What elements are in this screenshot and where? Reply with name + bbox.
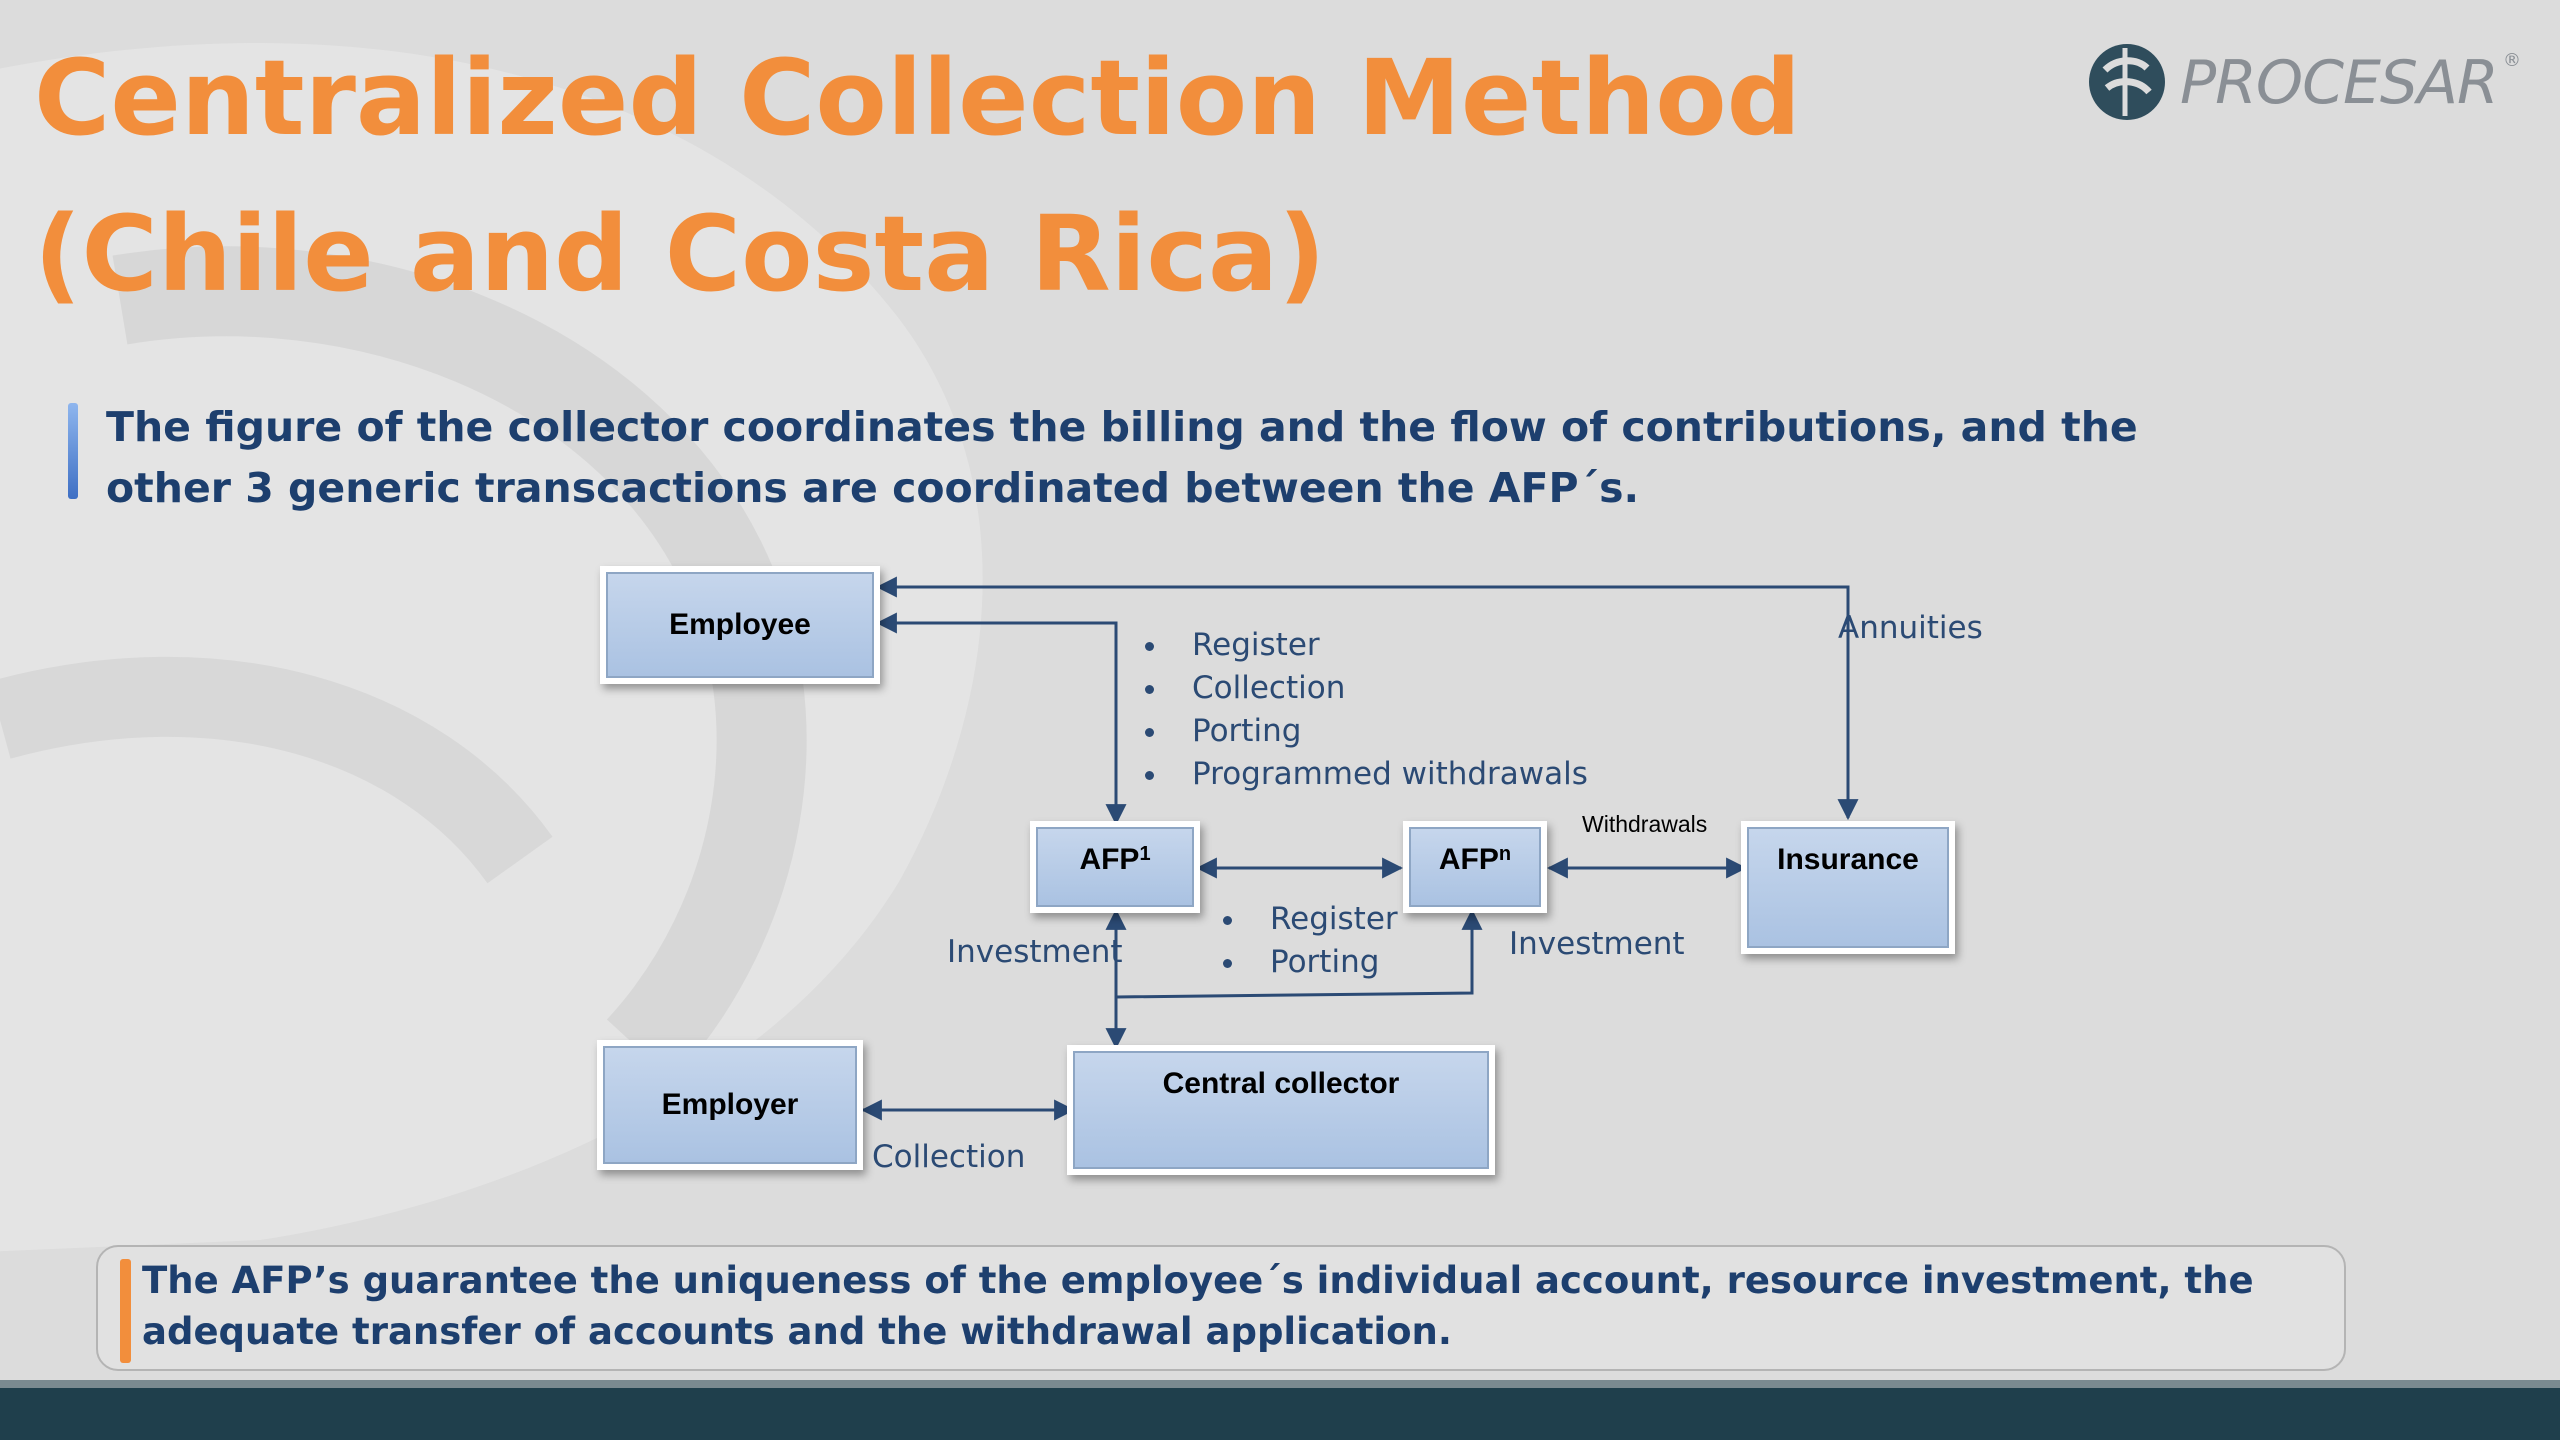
intro-paragraph: The figure of the collector coordinates … — [106, 403, 2138, 512]
employee-node: Employee — [600, 566, 880, 684]
list-item: Register — [1143, 624, 1588, 667]
footer-strip — [0, 1380, 2560, 1440]
bottom-note-box: The AFP’s guarantee the uniqueness of th… — [96, 1245, 2346, 1371]
annuities-connector — [875, 576, 1859, 821]
list-item: Porting — [1143, 710, 1588, 753]
afpn-label: AFP — [1438, 843, 1499, 876]
insurance-label: Insurance — [1747, 827, 1949, 948]
intro-accent-bar — [68, 403, 78, 499]
logo-wordmark: PROCESAR — [2180, 48, 2499, 118]
logo-registered-mark: ® — [2503, 50, 2521, 71]
list-item: Programmed withdrawals — [1143, 753, 1588, 796]
list-item: Collection — [1143, 667, 1588, 710]
central-collector-label: Central collector — [1073, 1051, 1489, 1169]
employer-label: Employer — [603, 1046, 857, 1164]
procesar-globe-icon — [2089, 44, 2165, 120]
list-item: Porting — [1221, 941, 1398, 984]
withdrawals-label: Withdrawals — [1582, 811, 1708, 837]
bottom-accent-bar — [120, 1259, 131, 1363]
list-item: Register — [1221, 898, 1398, 941]
afp1-subscript: 1 — [1139, 843, 1151, 865]
afp-transactions-list: Register Porting — [1221, 898, 1398, 984]
employee-afp1-connector — [875, 612, 1127, 826]
top-transactions-list: Register Collection Porting Programmed w… — [1143, 624, 1588, 796]
bottom-note-text: The AFP’s guarantee the uniqueness of th… — [142, 1259, 2254, 1353]
afpn-investment-connector — [1115, 908, 1483, 999]
central-collector-node: Central collector — [1067, 1045, 1495, 1175]
investment-right-label: Investment — [1509, 926, 1685, 962]
collection-label: Collection — [872, 1139, 1026, 1175]
investment-left-label: Investment — [947, 934, 1123, 970]
insurance-node: Insurance — [1741, 821, 1955, 954]
afpn-subscript: n — [1498, 843, 1512, 865]
employee-label: Employee — [606, 572, 874, 678]
employer-node: Employer — [597, 1040, 863, 1170]
afp1-label: AFP — [1079, 843, 1140, 876]
annuities-label: Annuities — [1838, 610, 1983, 646]
procesar-logo: PROCESAR ® — [2085, 40, 2525, 130]
slide-title: Centralized Collection Method (Chile and… — [34, 37, 1802, 315]
